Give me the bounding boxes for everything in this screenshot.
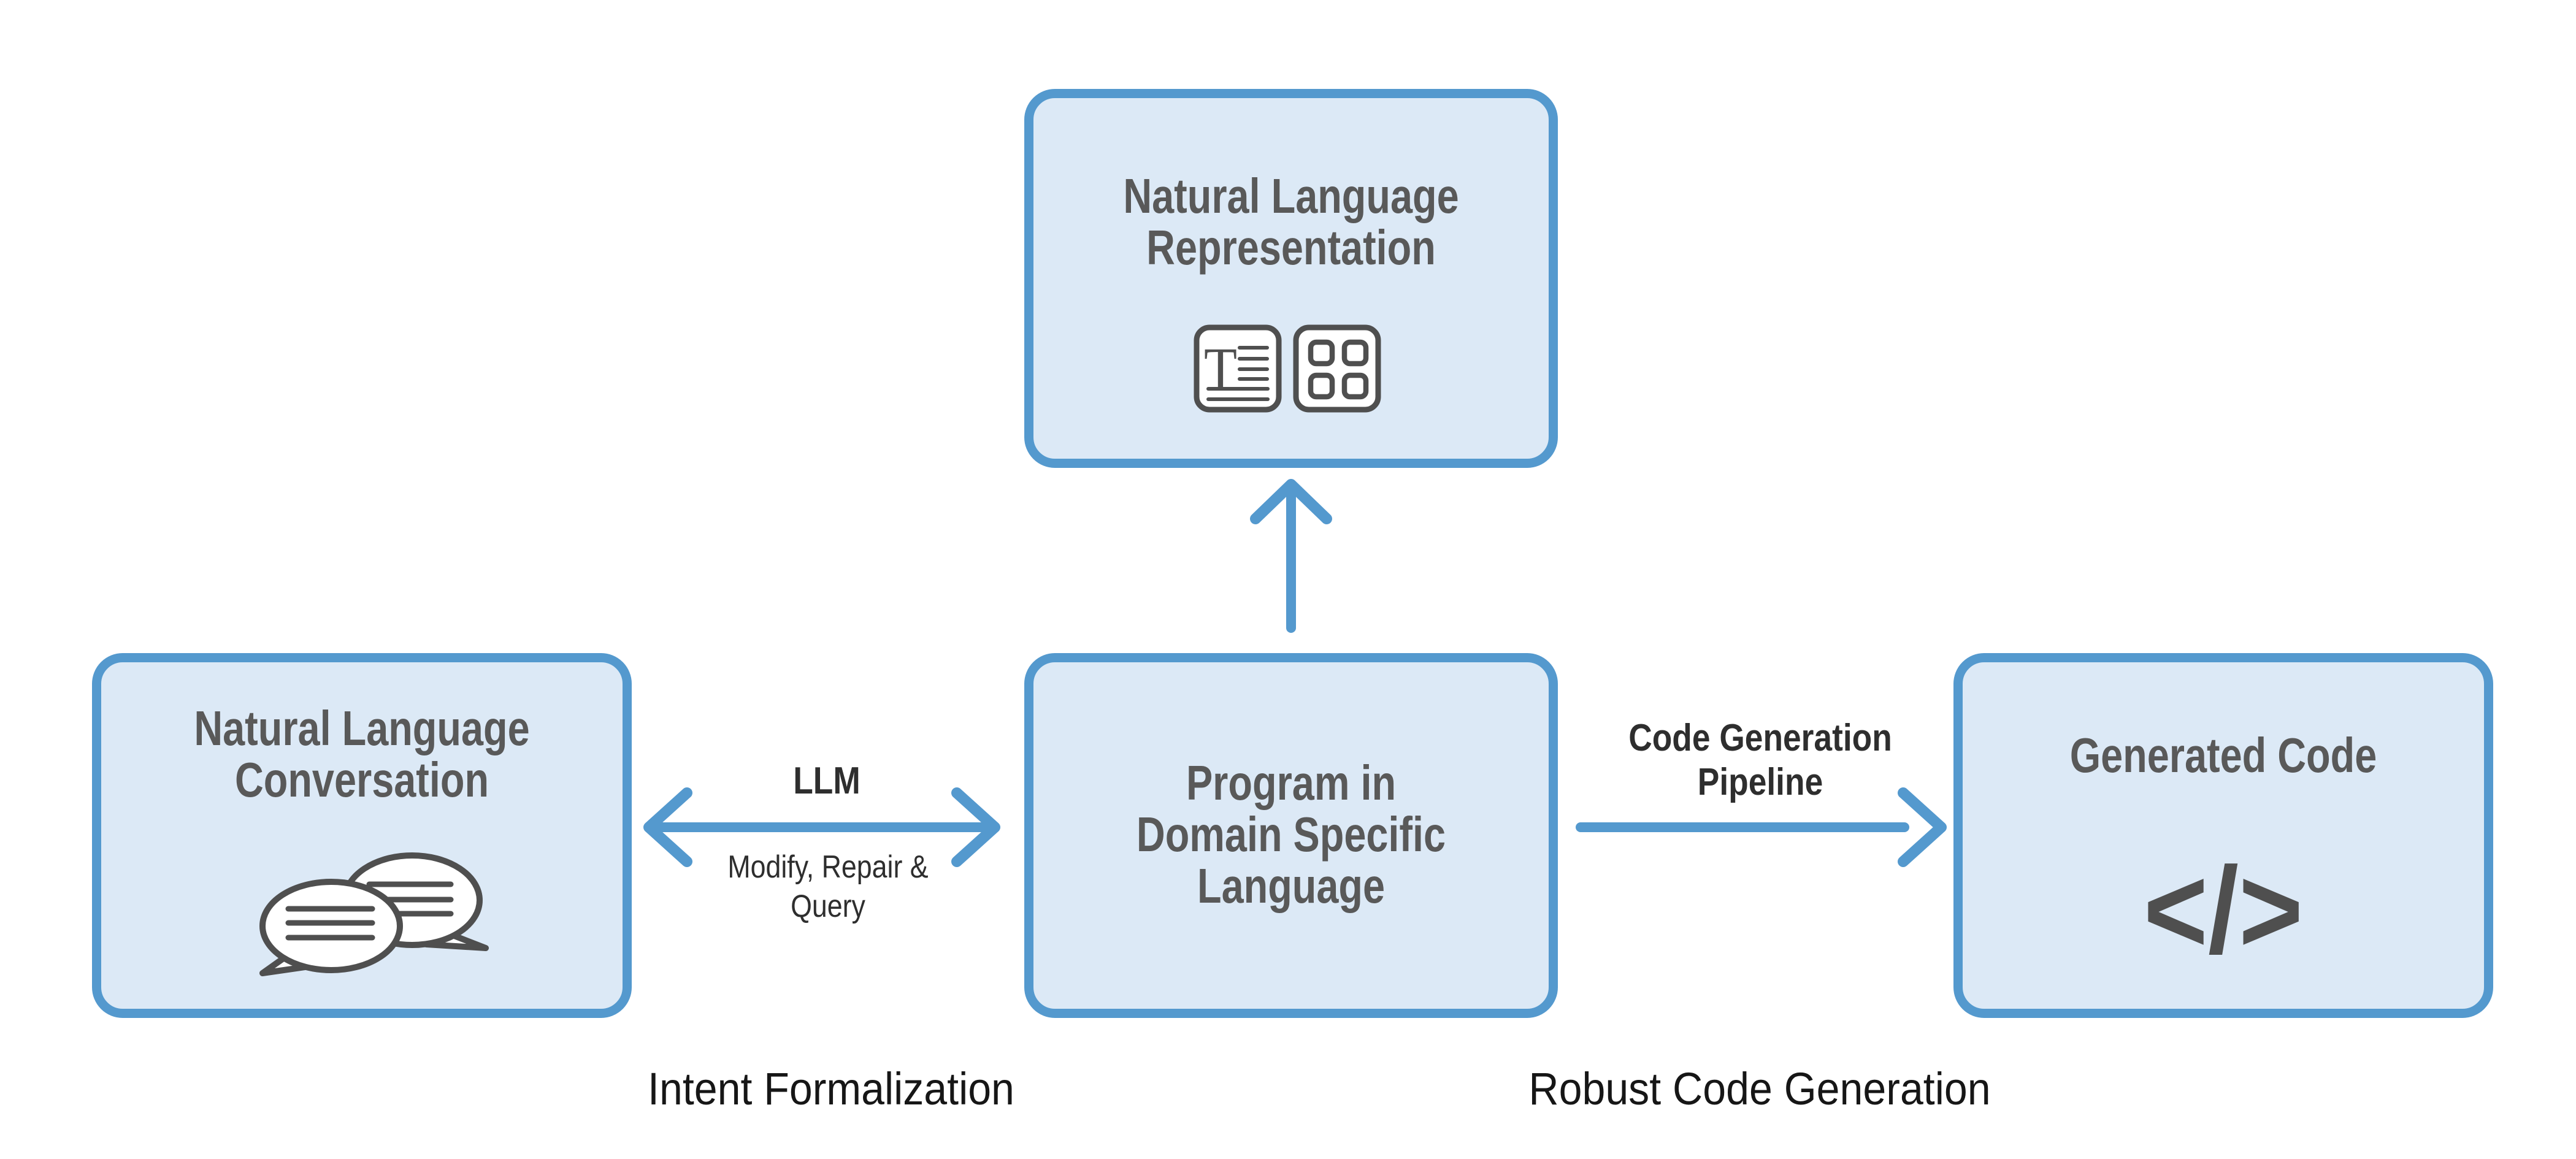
top-box-title-line1: Natural Language	[1123, 169, 1459, 223]
code-icon: </>	[1980, 849, 2466, 972]
box-natural-language-representation	[1024, 89, 1558, 468]
arrow-up-icon	[1250, 479, 1332, 633]
left-box-title-line1: Natural Language	[194, 701, 530, 755]
box-generated-code	[1953, 653, 2493, 1018]
top-box-title: Natural Language Representation	[1075, 170, 1508, 273]
code-icon-glyph: </>	[2143, 842, 2304, 979]
left-box-title: Natural Language Conversation	[144, 703, 581, 806]
caption-right-text: Robust Code Generation	[1528, 1063, 1991, 1114]
center-box-title-line1: Program in	[1186, 755, 1397, 810]
box-program-in-dsl	[1024, 653, 1558, 1018]
modify-repair-line1: Modify, Repair &	[727, 849, 929, 885]
chat-bubbles-icon	[259, 852, 489, 976]
center-box-title-line3: Language	[1197, 859, 1386, 913]
left-box-title-line2: Conversation	[234, 752, 489, 807]
text-document-icon: T	[1194, 324, 1282, 413]
document-letter-t: T	[1204, 335, 1237, 403]
top-box-title-line2: Representation	[1146, 220, 1436, 275]
codegen-label-line1: Code Generation	[1628, 717, 1892, 759]
right-box-title-line1: Generated Code	[2069, 728, 2377, 782]
arrow-bidirectional-icon	[643, 787, 1000, 867]
caption-robust-code-generation: Robust Code Generation	[1478, 1061, 2042, 1117]
llm-label: LLM	[669, 759, 985, 803]
center-box-title-line2: Domain Specific	[1136, 807, 1446, 862]
modify-repair-line2: Query	[791, 889, 865, 924]
caption-intent-formalization: Intent Formalization	[549, 1061, 1113, 1117]
code-generation-pipeline-label: Code Generation Pipeline	[1602, 716, 1919, 805]
codegen-label-line2: Pipeline	[1697, 761, 1823, 803]
modify-repair-query-label: Modify, Repair & Query	[670, 847, 986, 926]
caption-left-text: Intent Formalization	[648, 1063, 1014, 1114]
app-grid-icon	[1293, 324, 1381, 413]
llm-label-text: LLM	[793, 760, 861, 802]
right-box-title: Generated Code	[2005, 730, 2442, 781]
arrow-right-icon	[1576, 787, 1947, 867]
center-box-title: Program in Domain Specific Language	[1075, 757, 1508, 912]
